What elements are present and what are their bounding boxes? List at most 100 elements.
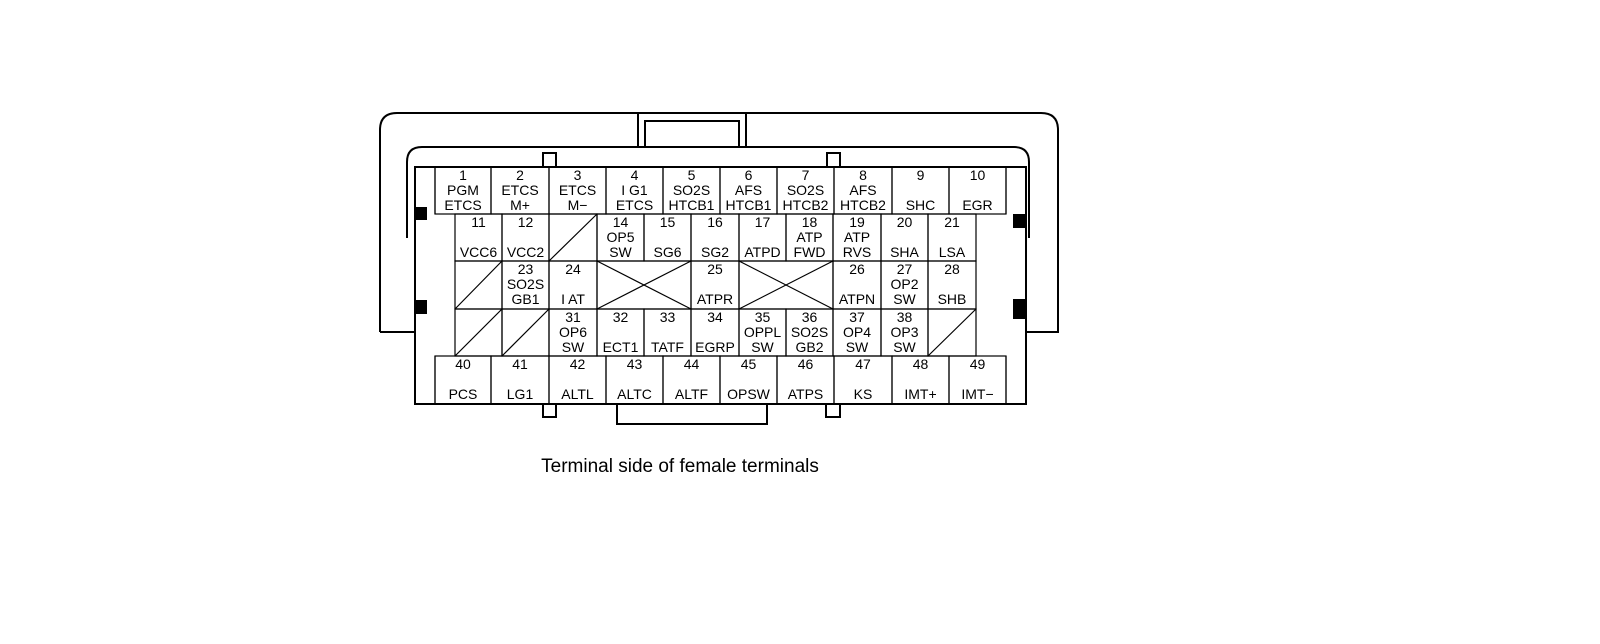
top-key-right [826, 152, 841, 168]
terminal-label-line1: SO2S [673, 182, 710, 198]
terminal-label-line2: VCC6 [460, 244, 498, 260]
side-marker-right-top [1013, 214, 1025, 228]
terminal-label-line1: AFS [735, 182, 762, 198]
terminal-label-line1: OP2 [890, 276, 918, 292]
terminal-label-line2: SG6 [653, 244, 681, 260]
terminal-label-line2: M− [568, 197, 588, 213]
terminal-label-line1: OP5 [606, 229, 634, 245]
blank-cell [596, 260, 692, 310]
terminal-number: 21 [944, 214, 960, 230]
terminal-number: 1 [459, 167, 467, 183]
terminal-label-line2: GB1 [511, 291, 539, 307]
terminal-number: 34 [707, 309, 723, 325]
unused-cross [596, 260, 692, 310]
unused-slash [454, 260, 503, 310]
bottom-lock-tab [616, 404, 768, 425]
terminal-label-line1: OP6 [559, 324, 587, 340]
blank-cell [738, 260, 834, 310]
bottom-key-left [542, 404, 557, 418]
terminal-label-line1: PGM [447, 182, 479, 198]
terminal-label-line2: HTCB1 [726, 197, 772, 213]
blank-cell [454, 308, 503, 357]
terminal-number: 11 [471, 214, 486, 230]
unused-cross [738, 260, 834, 310]
terminal-label-line1: OPPL [744, 324, 782, 340]
connector-inner-outline [406, 146, 1030, 238]
unused-slash [548, 213, 598, 262]
terminal-label-line1: SO2S [507, 276, 544, 292]
terminal-label-line2: ECT1 [603, 339, 639, 355]
terminal-number: 44 [684, 356, 700, 372]
terminal-label-line2: ATPR [697, 291, 733, 307]
terminal-label-line1: AFS [849, 182, 876, 198]
terminal-number: 38 [897, 309, 913, 325]
terminal-label-line2: LSA [939, 244, 966, 260]
side-marker-right-bottom [1013, 299, 1025, 319]
diagram-caption: Terminal side of female terminals [541, 456, 819, 477]
terminal-label-line2: HTCB1 [669, 197, 715, 213]
terminal-number: 3 [574, 167, 582, 183]
terminal-label-line2: SW [846, 339, 869, 355]
terminal-number: 10 [970, 167, 986, 183]
blank-cell [501, 308, 550, 357]
terminal-label-line2: SG2 [701, 244, 729, 260]
terminal-number: 19 [849, 214, 865, 230]
blank-cell [454, 260, 503, 310]
terminal-number: 36 [802, 309, 818, 325]
connector-housing-outline [379, 112, 1059, 333]
terminal-number: 17 [755, 214, 771, 230]
terminal-label-line2: SHC [906, 197, 936, 213]
top-lock-tab [637, 113, 747, 147]
terminal-number: 31 [565, 309, 581, 325]
terminal-label-line1: SO2S [787, 182, 824, 198]
cell-border [948, 166, 1007, 215]
terminal-label-line2: LG1 [507, 386, 534, 402]
terminal-label-line2: FWD [794, 244, 826, 260]
top-key-left [542, 152, 557, 168]
terminal-number: 47 [855, 356, 871, 372]
terminal-label-line2: ETCS [616, 197, 653, 213]
terminal-number: 26 [849, 261, 865, 277]
terminal-number: 6 [745, 167, 753, 183]
terminal-number: 5 [688, 167, 696, 183]
unused-slash [927, 308, 977, 357]
terminal-number: 27 [897, 261, 913, 277]
terminal-label-line1: OP4 [843, 324, 871, 340]
terminal-label-line1: ATP [844, 229, 870, 245]
terminal-label-line2: RVS [843, 244, 872, 260]
terminal-label-line2: M+ [510, 197, 530, 213]
unused-slash [501, 308, 550, 357]
side-marker-left-bottom [416, 300, 427, 314]
terminal-label-line2: GB2 [795, 339, 823, 355]
terminal-label-line2: KS [854, 386, 873, 402]
terminal-number: 23 [518, 261, 534, 277]
terminal-label-line2: VCC2 [507, 244, 545, 260]
terminal-label-line2: ALTC [617, 386, 652, 402]
terminal-label-line2: SW [609, 244, 632, 260]
terminal-label-line2: TATF [651, 339, 684, 355]
